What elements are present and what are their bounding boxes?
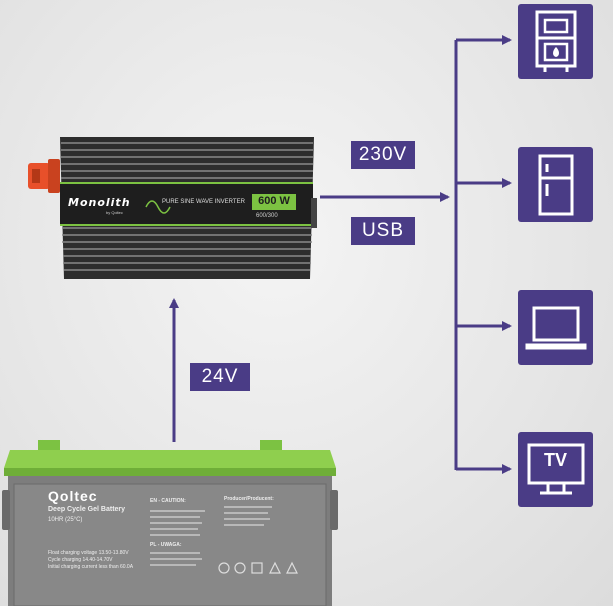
device-laptop	[518, 290, 593, 365]
inverter-power: 600 W	[258, 195, 290, 207]
battery: Qoltec Deep Cycle Gel Battery 10HR (25°C…	[0, 440, 340, 606]
battery-rate: 10HR (25°C)	[48, 517, 83, 523]
laptop-icon	[525, 306, 586, 349]
battery-brand: Qoltec	[48, 488, 98, 504]
device-tv: TV	[518, 432, 593, 507]
label-230v: 230V	[351, 141, 415, 169]
battery-type: Deep Cycle Gel Battery	[48, 506, 126, 513]
device-boiler	[518, 4, 593, 79]
tv-icon	[527, 443, 584, 494]
battery-spec-3: Initial charging current less than 60.0A	[48, 564, 134, 570]
battery-producer-title: Producer/Producent:	[224, 496, 274, 502]
label-usb: USB	[351, 217, 415, 245]
battery-body	[2, 440, 338, 606]
fridge-icon	[538, 154, 573, 215]
device-fridge	[518, 147, 593, 222]
label-24v: 24V	[190, 363, 250, 391]
inverter-sub: 600/300	[256, 213, 278, 219]
inverter: Monolith by Qoltec PURE SINE WAVE INVERT…	[28, 133, 320, 283]
inverter-wave-text: PURE SINE WAVE INVERTER	[162, 199, 245, 205]
inverter-body	[28, 137, 317, 279]
boiler-icon	[535, 10, 576, 72]
battery-spec-2: Cycle charging 14.40-14.70V	[48, 557, 113, 563]
tv-text: TV	[543, 450, 567, 470]
inverter-maker: by Qoltec	[106, 210, 123, 215]
inverter-brand: Monolith	[68, 196, 131, 209]
battery-caution-title: EN - CAUTION:	[150, 498, 186, 504]
battery-spec-1: Float charging voltage 13.50-13.80V	[48, 550, 129, 556]
battery-pl-title: PL - UWAGA:	[150, 542, 182, 548]
